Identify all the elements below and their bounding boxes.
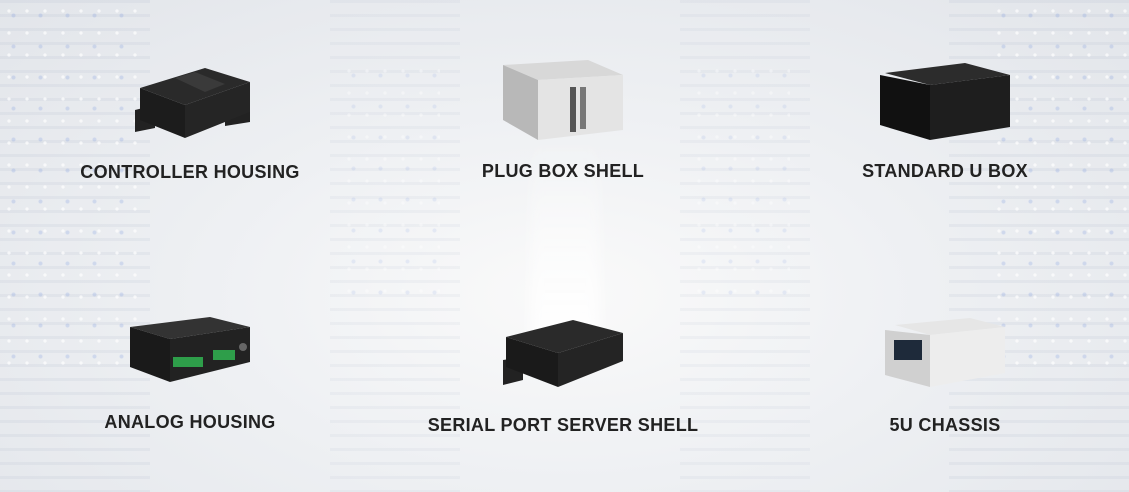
standard-u-box-image [880, 63, 1010, 140]
controller-housing-image [135, 68, 250, 138]
product-controller-housing[interactable]: CONTROLLER HOUSING [10, 60, 370, 183]
plug-box-shell-image [503, 60, 623, 140]
serial-port-server-shell-image [503, 320, 623, 387]
product-standard-u-box[interactable]: STANDARD U BOX [765, 55, 1125, 182]
product-label: PLUG BOX SHELL [481, 161, 645, 181]
product-label: CONTROLLER HOUSING [80, 162, 300, 182]
product-analog-housing[interactable]: ANALOG HOUSING [10, 312, 370, 433]
product-label: ANALOG HOUSING [104, 412, 276, 432]
product-plug-box-shell[interactable]: PLUG BOX SHELL [383, 55, 743, 182]
5u-chassis-image [885, 318, 1005, 387]
product-label: 5U CHASSIS [889, 415, 1001, 435]
analog-housing-image [130, 317, 250, 382]
product-label: SERIAL PORT SERVER SHELL [427, 415, 699, 435]
product-serial-port-server-shell[interactable]: SERIAL PORT SERVER SHELL [383, 315, 743, 436]
product-5u-chassis[interactable]: 5U CHASSIS [765, 315, 1125, 436]
product-label: STANDARD U BOX [862, 161, 1028, 181]
